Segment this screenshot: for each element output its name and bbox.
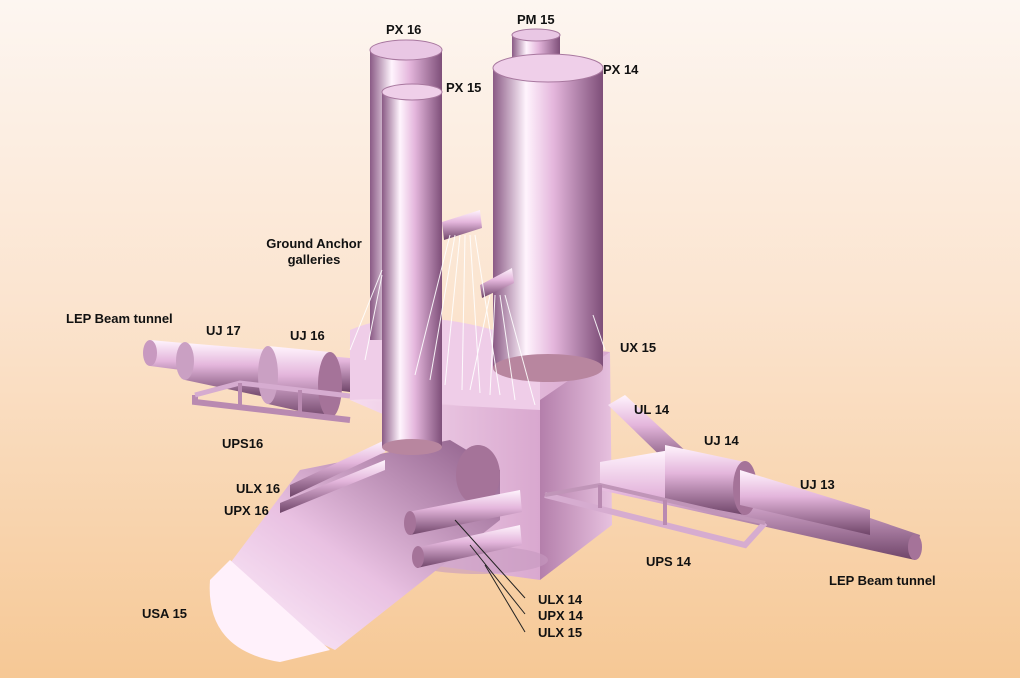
- ground-anchor-line-1: Ground Anchor: [266, 236, 362, 251]
- label-uj16: UJ 16: [290, 328, 325, 343]
- px15-shaft: [381, 83, 443, 455]
- left-beam-tunnel-assembly: [143, 340, 351, 423]
- label-ulx14: ULX 14: [538, 592, 583, 607]
- label-uj13: UJ 13: [800, 477, 835, 492]
- usa15-cavern: [209, 440, 500, 662]
- label-lep-beam-tunnel-right: LEP Beam tunnel: [829, 573, 936, 588]
- label-ups16: UPS16: [222, 436, 264, 451]
- label-upx14: UPX 14: [538, 608, 583, 623]
- label-ground-anchor-galleries: Ground Anchor galleries: [256, 236, 372, 268]
- ground-anchor-line-2: galleries: [287, 252, 341, 267]
- label-ulx15: ULX 15: [538, 625, 583, 640]
- ulx16-upx16-galleries: [280, 440, 385, 513]
- px14-shaft: [492, 53, 604, 382]
- label-upx16: UPX 16: [224, 503, 269, 518]
- label-px15: PX 15: [446, 80, 482, 95]
- ulx14-upx14-ulx15-galleries: [404, 490, 526, 633]
- label-usa15: USA 15: [142, 606, 188, 621]
- label-uj14: UJ 14: [704, 433, 739, 448]
- label-lep-beam-tunnel-left: LEP Beam tunnel: [66, 311, 173, 326]
- label-ulx16: ULX 16: [236, 481, 281, 496]
- label-ux15: UX 15: [620, 340, 657, 355]
- label-px14: PX 14: [603, 62, 639, 77]
- label-pm15: PM 15: [517, 12, 555, 27]
- label-px16: PX 16: [386, 22, 422, 37]
- label-uj17: UJ 17: [206, 323, 241, 338]
- label-ups14: UPS 14: [646, 554, 691, 569]
- ground-anchor-galleries: [349, 210, 606, 406]
- right-beam-tunnel-assembly: [544, 395, 922, 560]
- label-ul14: UL 14: [634, 402, 670, 417]
